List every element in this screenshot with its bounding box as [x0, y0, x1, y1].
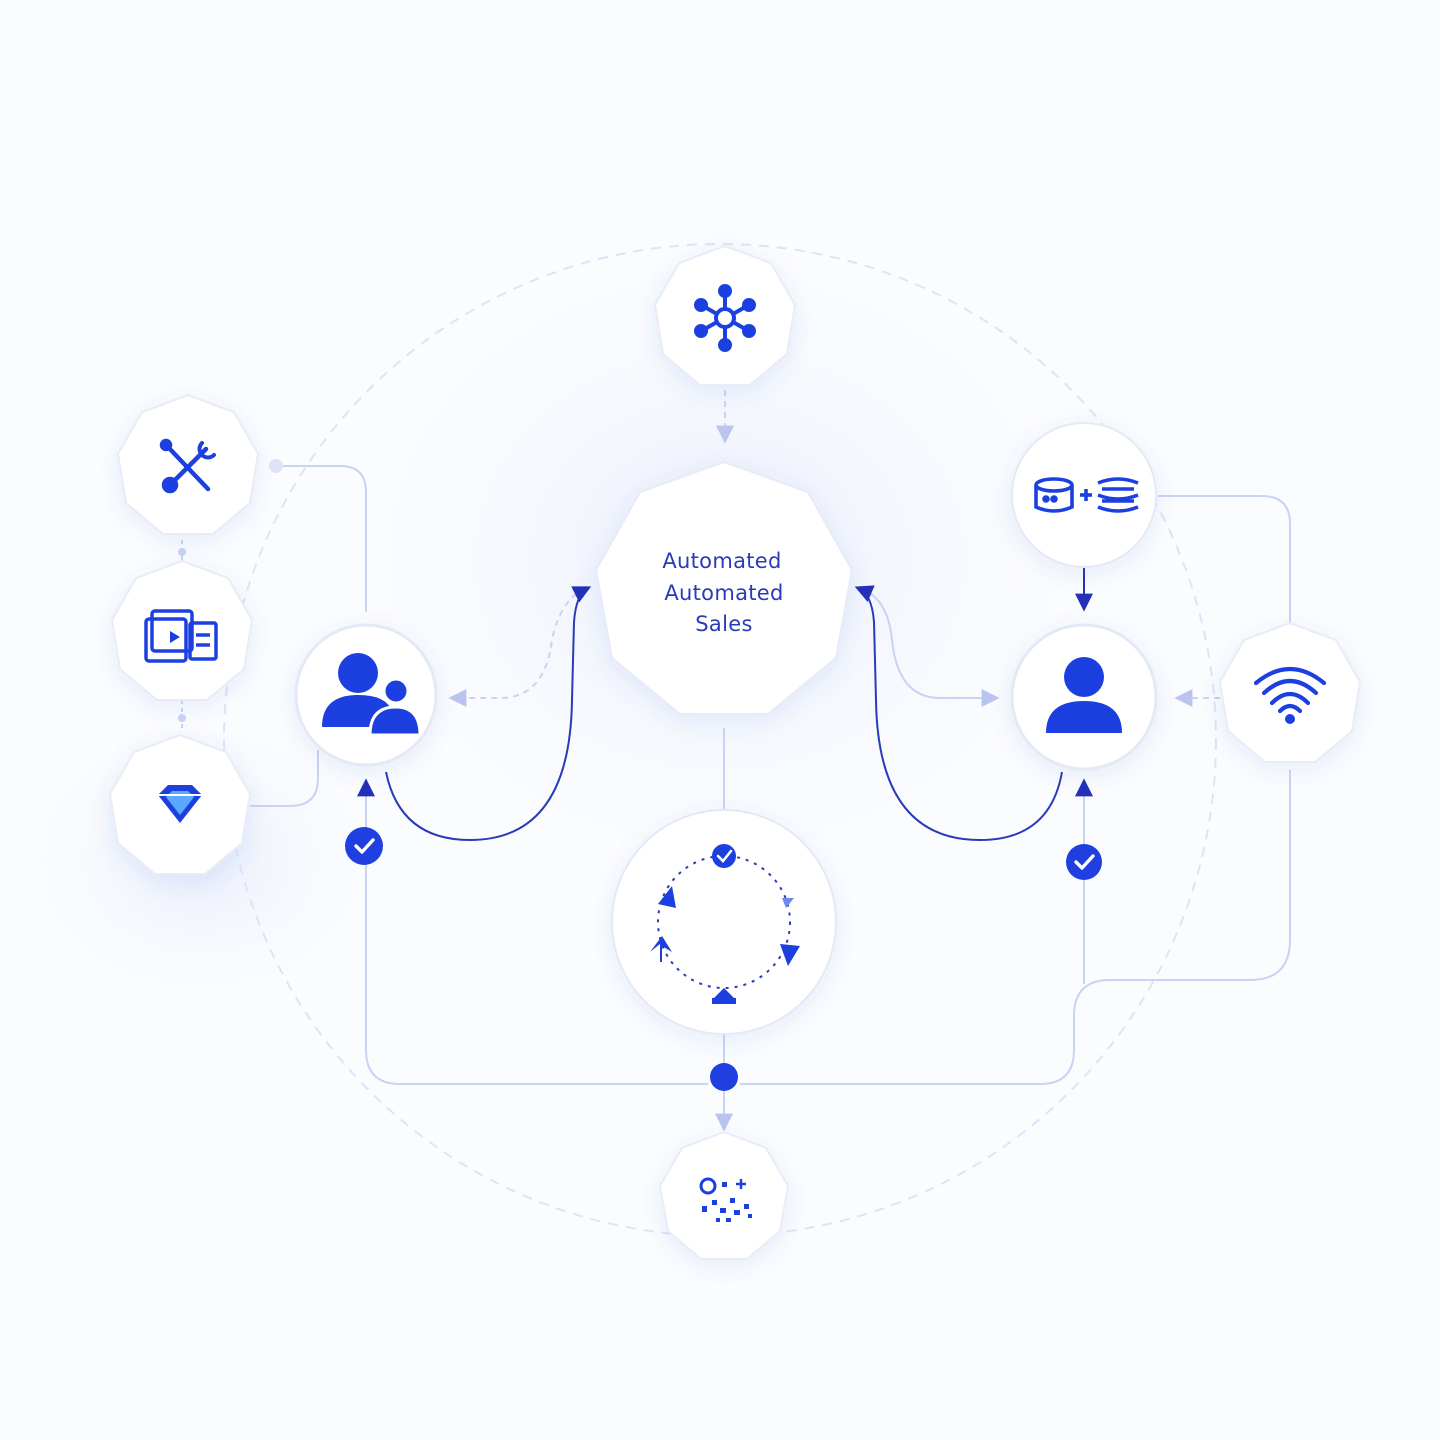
connector-database-wifi [1158, 495, 1291, 622]
flow-junction-dot [710, 1063, 738, 1091]
node-network[interactable] [653, 244, 797, 386]
node-gem[interactable] [108, 733, 252, 875]
check-circle-icon [1066, 844, 1102, 880]
node-database[interactable] [1011, 422, 1157, 568]
network-hub-icon [694, 284, 756, 352]
scatter-glyphs-icon [699, 1177, 752, 1222]
media-player-icon [144, 609, 218, 663]
node-cycle[interactable] [611, 809, 837, 1035]
node-wifi[interactable] [1218, 621, 1362, 763]
connector-hub-team [448, 587, 587, 707]
node-media[interactable] [110, 559, 254, 701]
connectors [178, 390, 1291, 1132]
connector-hub-user [859, 587, 1000, 707]
node-tools[interactable] [116, 393, 260, 535]
connector-user-hub [854, 585, 1063, 842]
node-team[interactable] [294, 623, 438, 767]
gem-icon [158, 785, 202, 823]
wifi-icon [1253, 666, 1327, 724]
hub-label-line-3: Sales [695, 612, 752, 636]
database-sync-icon [1034, 477, 1139, 513]
check-circle-icon [345, 827, 383, 865]
hub-label-line-2: Automated [664, 581, 783, 605]
connector-junction-team [365, 786, 708, 1085]
cycle-arrows-icon [650, 844, 800, 1004]
node-scatter[interactable] [658, 1130, 790, 1260]
tools-icon [159, 438, 216, 494]
connector-wifi-junction [740, 770, 1291, 1085]
node-user[interactable] [1010, 623, 1158, 771]
connector-gem-team [250, 750, 319, 807]
connector-tools-team [280, 465, 367, 612]
connector-team-hub [385, 586, 592, 842]
user-icon [1046, 657, 1122, 733]
user-group-icon [322, 653, 422, 737]
hub-node[interactable]: Automated Automated Sales [594, 460, 854, 715]
hub-label-line-1: Automated [662, 549, 781, 573]
